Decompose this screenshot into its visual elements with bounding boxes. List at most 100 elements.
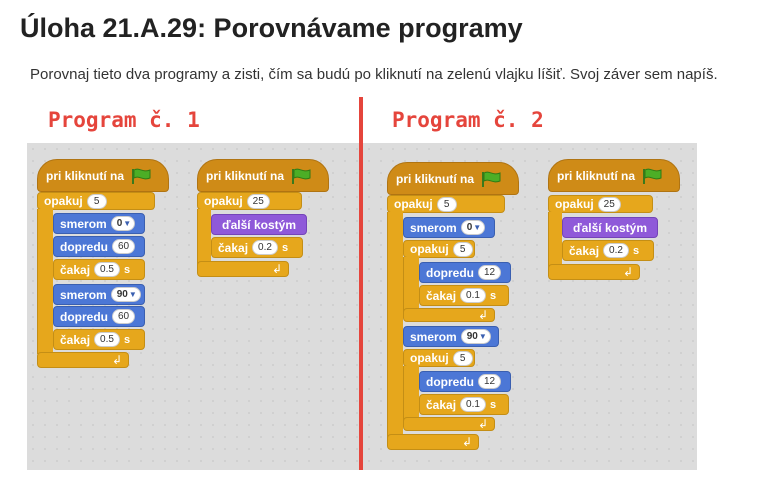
repeat-count-input[interactable]: 5 xyxy=(86,193,107,209)
green-flag-icon xyxy=(643,168,662,184)
move-value-input[interactable]: 60 xyxy=(112,239,136,254)
loop-arrow-icon: ↲ xyxy=(622,265,633,279)
wait-value-input[interactable]: 0.1 xyxy=(460,397,486,412)
p2s1-wait-block-2[interactable]: čakaj 0.1 s xyxy=(419,394,509,415)
p2s2-next-costume-block[interactable]: ďalší kostým xyxy=(562,217,658,238)
loop-arrow-icon: ↲ xyxy=(111,353,122,367)
turn-label: smerom xyxy=(60,216,107,231)
repeat-label: opakuj xyxy=(555,197,594,211)
wait-value-input[interactable]: 0.2 xyxy=(252,240,278,255)
wait-unit: s xyxy=(123,333,131,346)
green-flag-icon xyxy=(132,168,151,184)
repeat-label: opakuj xyxy=(394,197,433,211)
green-flag-icon xyxy=(292,168,311,184)
p1s2-wait-block[interactable]: čakaj 0.2 s xyxy=(211,237,303,258)
p1s1-turn-block[interactable]: smerom 0▼ xyxy=(53,213,145,234)
wait-label: čakaj xyxy=(60,262,91,277)
p2s1-outer-repeat-end: ↲ xyxy=(387,434,479,450)
direction-value: 90 xyxy=(116,289,128,300)
p1s1-wait-block[interactable]: čakaj 0.5 s xyxy=(53,259,145,280)
direction-value: 0 xyxy=(116,218,123,229)
p1s1-turn-block-2[interactable]: smerom 90▼ xyxy=(53,284,145,305)
p1s2-next-costume-block[interactable]: ďalší kostým xyxy=(211,214,307,235)
wait-unit: s xyxy=(489,289,497,302)
p1s1-move-block[interactable]: dopredu 60 xyxy=(53,236,145,257)
wait-value-input[interactable]: 0.5 xyxy=(94,332,120,347)
repeat-count-input[interactable]: 5 xyxy=(452,241,473,257)
wait-value-input[interactable]: 0.5 xyxy=(94,262,120,277)
wait-unit: s xyxy=(489,398,497,411)
move-value-input[interactable]: 60 xyxy=(112,309,136,324)
p2s1-turn-block-2[interactable]: smerom 90▼ xyxy=(403,326,499,347)
p2s1-inner-repeat-end-2: ↲ xyxy=(403,417,495,431)
p1s1-wait-block-2[interactable]: čakaj 0.5 s xyxy=(53,329,145,350)
dropdown-arrow-icon: ▼ xyxy=(128,290,137,299)
turn-label: smerom xyxy=(410,329,457,344)
wait-unit: s xyxy=(123,263,131,276)
p2s1-inner-repeat-arm-2 xyxy=(403,366,419,422)
program1-label: Program č. 1 xyxy=(48,108,200,132)
dropdown-arrow-icon: ▼ xyxy=(473,223,482,232)
wait-unit: s xyxy=(632,244,640,257)
p2s1-wait-block[interactable]: čakaj 0.1 s xyxy=(419,285,509,306)
p2s1-hat-block[interactable]: pri kliknutí na xyxy=(387,162,519,195)
turn-label: smerom xyxy=(410,220,457,235)
p2s2-repeat-end: ↲ xyxy=(548,264,640,280)
hat-label: pri kliknutí na xyxy=(396,171,475,186)
wait-value-input[interactable]: 0.1 xyxy=(460,288,486,303)
hat-label: pri kliknutí na xyxy=(206,168,285,183)
p2s1-turn-block[interactable]: smerom 0▼ xyxy=(403,217,495,238)
loop-arrow-icon: ↲ xyxy=(477,308,488,322)
wait-label: čakaj xyxy=(218,240,249,255)
move-value-input[interactable]: 12 xyxy=(478,265,502,280)
direction-dropdown[interactable]: 90▼ xyxy=(460,329,491,344)
repeat-count-input[interactable]: 25 xyxy=(597,196,621,212)
direction-dropdown[interactable]: 0▼ xyxy=(460,220,486,235)
move-label: dopredu xyxy=(426,265,474,280)
p2s1-outer-repeat-arm xyxy=(387,212,403,438)
p1s1-move-block-2[interactable]: dopredu 60 xyxy=(53,306,145,327)
dropdown-arrow-icon: ▼ xyxy=(478,332,487,341)
move-label: dopredu xyxy=(60,239,108,254)
repeat-label: opakuj xyxy=(204,194,243,208)
p1s1-repeat-block[interactable]: opakuj 5 xyxy=(37,192,155,210)
loop-arrow-icon: ↲ xyxy=(477,417,488,431)
wait-value-input[interactable]: 0.2 xyxy=(603,243,629,258)
p1s2-repeat-block[interactable]: opakuj 25 xyxy=(197,192,302,210)
move-label: dopredu xyxy=(426,374,474,389)
hat-label: pri kliknutí na xyxy=(557,168,636,183)
repeat-count-input[interactable]: 25 xyxy=(246,193,270,209)
move-value-input[interactable]: 12 xyxy=(478,374,502,389)
repeat-label: opakuj xyxy=(410,351,449,365)
p2s1-inner-repeat-block-2[interactable]: opakuj 5 xyxy=(403,349,475,367)
repeat-label: opakuj xyxy=(44,194,83,208)
p2s2-repeat-arm xyxy=(548,212,562,268)
p2s1-inner-repeat-arm xyxy=(403,257,419,313)
wait-label: čakaj xyxy=(569,243,600,258)
hat-label: pri kliknutí na xyxy=(46,168,125,183)
direction-dropdown[interactable]: 90▼ xyxy=(110,287,141,302)
p2s1-move-block-2[interactable]: dopredu 12 xyxy=(419,371,511,392)
page-title: Úloha 21.A.29: Porovnávame programy xyxy=(20,13,523,43)
repeat-count-input[interactable]: 5 xyxy=(452,350,473,366)
p2s2-wait-block[interactable]: čakaj 0.2 s xyxy=(562,240,654,261)
p1s2-hat-block[interactable]: pri kliknutí na xyxy=(197,159,329,192)
p2s2-repeat-block[interactable]: opakuj 25 xyxy=(548,195,653,213)
next-costume-label: ďalší kostým xyxy=(573,220,647,235)
p1s1-hat-block[interactable]: pri kliknutí na xyxy=(37,159,169,192)
direction-value: 0 xyxy=(466,222,473,233)
p1s1-repeat-end: ↲ xyxy=(37,352,129,368)
repeat-count-input[interactable]: 5 xyxy=(436,196,457,212)
dropdown-arrow-icon: ▼ xyxy=(123,219,132,228)
p2s2-hat-block[interactable]: pri kliknutí na xyxy=(548,159,680,192)
loop-arrow-icon: ↲ xyxy=(271,262,282,276)
p2s1-inner-repeat-block[interactable]: opakuj 5 xyxy=(403,240,475,258)
p2s1-move-block[interactable]: dopredu 12 xyxy=(419,262,511,283)
wait-unit: s xyxy=(281,241,289,254)
p2s1-outer-repeat-block[interactable]: opakuj 5 xyxy=(387,195,505,213)
p1s2-repeat-end: ↲ xyxy=(197,261,289,277)
instructions-text: Porovnaj tieto dva programy a zisti, čím… xyxy=(30,66,718,83)
green-flag-icon xyxy=(482,171,501,187)
turn-label: smerom xyxy=(60,287,107,302)
direction-dropdown[interactable]: 0▼ xyxy=(110,216,136,231)
